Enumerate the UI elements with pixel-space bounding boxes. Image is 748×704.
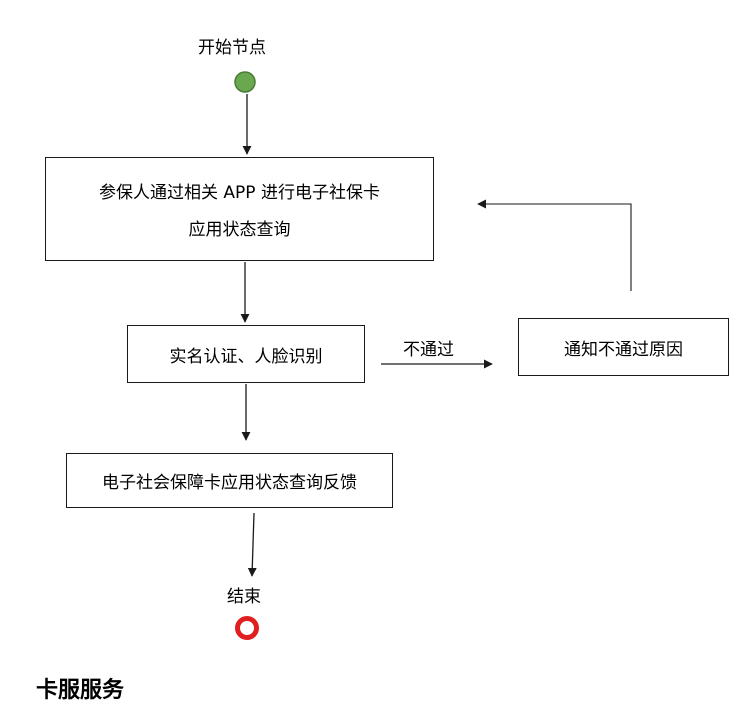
arrow-notify-back-to-apply	[477, 199, 632, 291]
end-node	[235, 616, 259, 640]
next-section-heading: 卡服服务	[36, 678, 125, 703]
step-feedback-box: 电子社会保障卡应用状态查询反馈	[66, 453, 393, 508]
reject-edge-label: 不通过	[403, 340, 454, 360]
end-node-label: 结束	[227, 587, 261, 607]
start-node-label: 开始节点	[198, 38, 266, 58]
step-app-query-line1: 参保人通过相关 APP 进行电子社保卡	[99, 183, 380, 203]
step-verification-box: 实名认证、人脸识别	[127, 325, 365, 383]
step-verification-label: 实名认证、人脸识别	[169, 346, 323, 367]
notify-rejection-box: 通知不通过原因	[518, 318, 729, 376]
step-app-query-box: 参保人通过相关 APP 进行电子社保卡 应用状态查询	[45, 157, 434, 261]
step-app-query-line2: 应用状态查询	[188, 220, 291, 240]
notify-rejection-label: 通知不通过原因	[564, 339, 683, 360]
flowchart-canvas	[234, 71, 632, 640]
start-node	[234, 71, 256, 93]
arrow-feedback-to-end	[247, 512, 257, 577]
step-feedback-label: 电子社会保障卡应用状态查询反馈	[102, 473, 357, 493]
